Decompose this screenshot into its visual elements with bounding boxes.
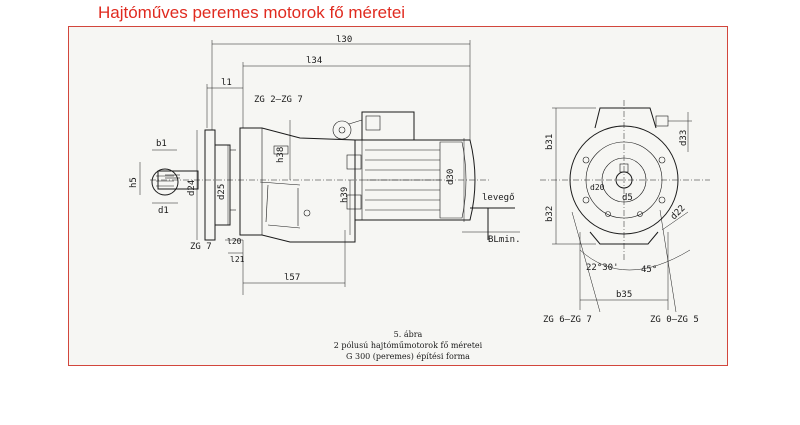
label-zg0-zg5: ZG 0–ZG 5 bbox=[650, 315, 699, 325]
dim-l34: l34 bbox=[306, 56, 322, 66]
side-view bbox=[139, 40, 520, 295]
drawing-sheet bbox=[68, 26, 728, 366]
label-zg7: ZG 7 bbox=[190, 242, 212, 252]
dim-l21: l21 bbox=[230, 255, 245, 264]
dim-l30: l30 bbox=[336, 35, 352, 45]
dim-b32: b32 bbox=[545, 206, 555, 222]
dim-d25: d25 bbox=[217, 184, 227, 200]
dim-l1: l1 bbox=[221, 78, 232, 88]
dim-d1: d1 bbox=[158, 206, 169, 216]
label-bl-min: BLmin. bbox=[488, 235, 521, 245]
dim-d33: d33 bbox=[679, 130, 689, 146]
dim-d30: d30 bbox=[446, 169, 456, 185]
dim-l57: l57 bbox=[284, 273, 300, 283]
dim-d5: d5 bbox=[622, 193, 633, 203]
dim-d20: d20 bbox=[590, 183, 605, 192]
dim-b1: b1 bbox=[156, 139, 167, 149]
dim-h39: h39 bbox=[340, 187, 350, 203]
end-view bbox=[540, 100, 710, 313]
dim-h38: h38 bbox=[276, 147, 286, 163]
dim-b31: b31 bbox=[545, 134, 555, 150]
dim-d22: d22 bbox=[669, 204, 688, 223]
label-zg2-zg7: ZG 2–ZG 7 bbox=[254, 95, 303, 105]
caption-line-1: 2 pólusú hajtóműmotorok fő méretei bbox=[333, 341, 483, 350]
label-angle-45: 45° bbox=[641, 265, 657, 275]
dim-h5: h5 bbox=[129, 177, 139, 188]
dim-l20: l20 bbox=[227, 237, 242, 246]
label-angle-22: 22°30' bbox=[586, 263, 619, 273]
dim-d24: d24 bbox=[187, 180, 197, 196]
caption-line-2: G 300 (peremes) építési forma bbox=[346, 352, 470, 361]
label-zg6-zg7: ZG 6–ZG 7 bbox=[543, 315, 592, 325]
label-levego: levegő bbox=[482, 193, 515, 203]
figure-number: 5. ábra bbox=[393, 330, 423, 339]
dim-b35: b35 bbox=[616, 290, 632, 300]
page-title: Hajtóműves peremes motorok fő méretei bbox=[98, 3, 406, 22]
